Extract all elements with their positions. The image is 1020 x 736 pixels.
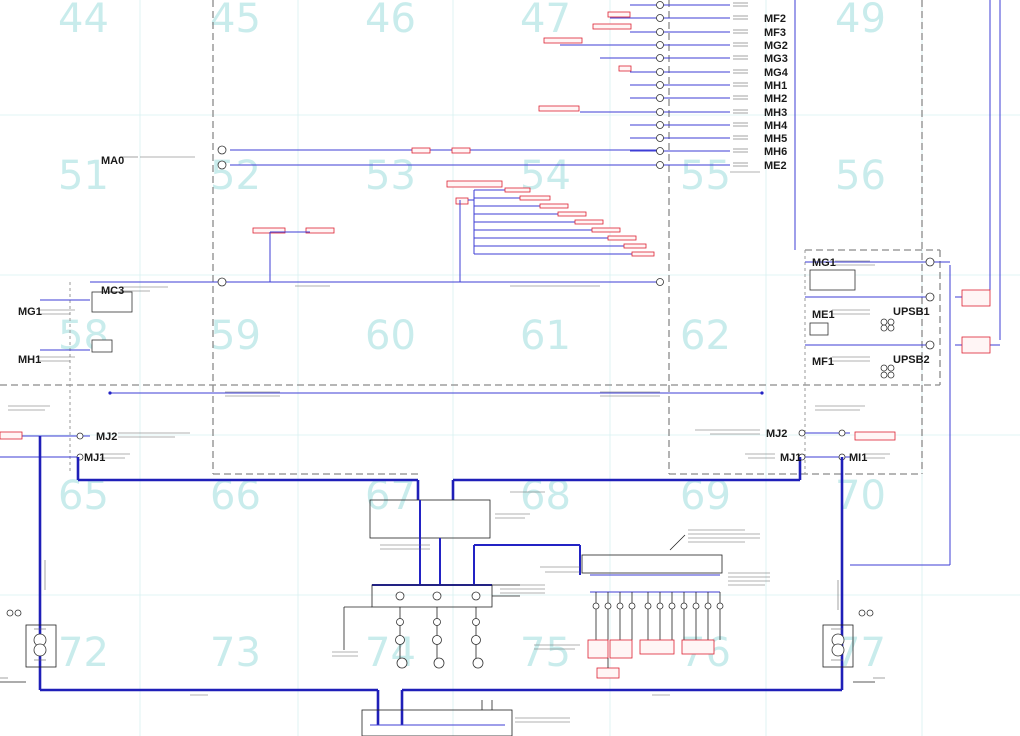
- equipment-label: UPSB2: [893, 354, 930, 366]
- feeder-label: MH3: [764, 107, 787, 119]
- grid-number: 53: [365, 153, 416, 199]
- grid-number: 52: [210, 153, 261, 199]
- feeder-breaker-rows: [217, 1, 730, 170]
- switchboard-frames: [0, 0, 941, 475]
- equipment-label: MA0: [101, 155, 124, 167]
- feeder-label: MG2: [764, 40, 788, 52]
- mj-rows: [0, 429, 896, 461]
- grid-number: 44: [58, 0, 109, 42]
- grid-number: 75: [520, 630, 571, 676]
- grid-number: 70: [835, 473, 886, 519]
- feeder-label: ME2: [764, 160, 787, 172]
- grid-number: 62: [680, 313, 731, 359]
- grid-number-group: 44 45 46 47 49 51 52 53 54 55 56 58 59 6…: [58, 0, 886, 676]
- feeder-label: MH4: [764, 120, 788, 132]
- equipment-label: MF1: [812, 356, 834, 368]
- feeder-label: MH1: [764, 80, 787, 92]
- feeder-label-group: MF2 MF3 MG2 MG3 MG4 MH1 MH2 MH3 MH4 MH5 …: [764, 13, 789, 172]
- feeder-label: MF3: [764, 27, 786, 39]
- equipment-label: MJ1: [780, 452, 801, 464]
- equipment-label: MJ2: [96, 431, 117, 443]
- equipment-label: MC3: [101, 285, 124, 297]
- grid-number: 72: [58, 630, 109, 676]
- equipment-label: MJ1: [84, 452, 105, 464]
- left-label-group: MA0 MC3 MG1 MH1 MJ2 MJ1: [18, 155, 124, 464]
- equipment-label: MI1: [849, 452, 867, 464]
- grid-number: 60: [365, 313, 416, 359]
- control-distribution-panel: [581, 534, 724, 679]
- grid-number: 49: [835, 0, 886, 42]
- grid-number: 51: [58, 153, 109, 199]
- pneumatic-control-line: [108, 391, 764, 395]
- grid-number: 46: [365, 0, 416, 42]
- fine-print-annotations: [0, 2, 890, 723]
- grid-number: 59: [210, 313, 261, 359]
- center-switchgear: [343, 499, 581, 669]
- mc3-feeder-row: [40, 277, 664, 353]
- device-tags-top: [252, 11, 632, 234]
- equipment-label: MH1: [18, 354, 41, 366]
- equipment-label: ME1: [812, 309, 835, 321]
- ups-block: [805, 257, 991, 379]
- grid-number: 56: [835, 153, 886, 199]
- feeder-label: MH2: [764, 93, 787, 105]
- right-bus-risers: [794, 0, 1001, 566]
- bottom-panel: [361, 700, 513, 736]
- equipment-label: UPSB1: [893, 306, 930, 318]
- feeder-fan-out: [269, 187, 655, 282]
- grid-number: 74: [365, 630, 416, 676]
- right-label-group: MG1 UPSB1 ME1 UPSB2 MF1 MJ2 MJ1 MI1: [766, 257, 930, 464]
- grid-number: 45: [210, 0, 261, 42]
- feeder-label: MG3: [764, 53, 788, 65]
- grid-number: 73: [210, 630, 261, 676]
- feeder-label: MG4: [764, 67, 789, 79]
- feeder-label: MF2: [764, 13, 786, 25]
- transformer-units: [0, 609, 875, 683]
- equipment-label: MJ2: [766, 428, 787, 440]
- grid-number: 47: [520, 0, 571, 42]
- equipment-label: MG1: [812, 257, 836, 269]
- feeder-label: MH6: [764, 146, 787, 158]
- grid-number: 55: [680, 153, 731, 199]
- equipment-label: MG1: [18, 306, 42, 318]
- grid-number: 61: [520, 313, 571, 359]
- feeder-label: MH5: [764, 133, 787, 145]
